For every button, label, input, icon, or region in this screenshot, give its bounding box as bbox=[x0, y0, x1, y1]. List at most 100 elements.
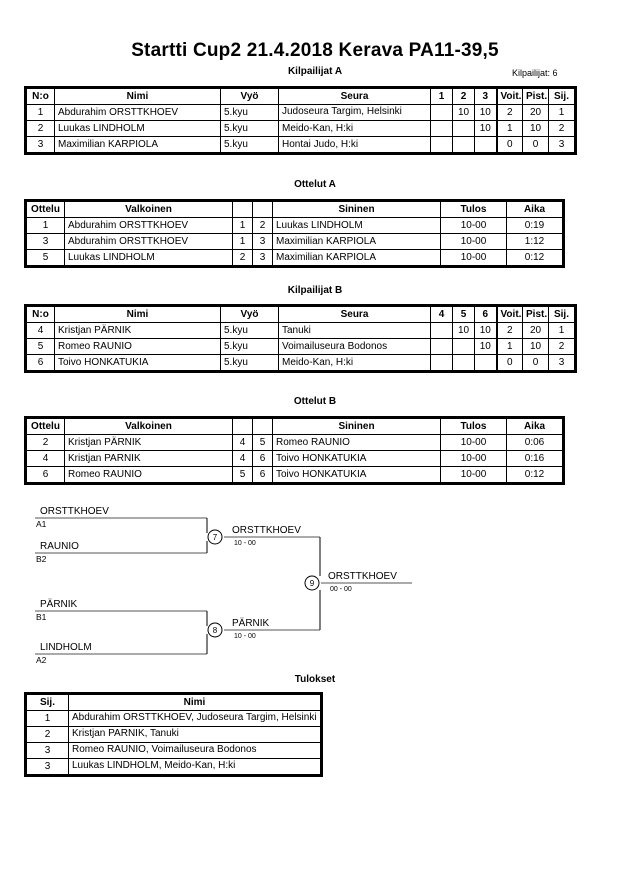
col-match-1: 1 bbox=[430, 88, 453, 105]
bracket-entrant-seed: A1 bbox=[36, 519, 47, 529]
cell-m4 bbox=[430, 322, 453, 339]
pool-a-table: N:o Nimi Vyö Seura 1 2 3 Voit. Pist. Sij… bbox=[24, 86, 577, 155]
cell-wins: 2 bbox=[495, 322, 523, 339]
bracket-champion-name: ORSTTKHOEV bbox=[328, 571, 397, 582]
cell-white-no: 4 bbox=[232, 434, 253, 451]
table-row: 6 Romeo RAUNIO 5 6 Toivo HONKATUKIA 10-0… bbox=[26, 466, 563, 483]
col-blue-no bbox=[252, 418, 273, 435]
bracket-match-score: 10 - 00 bbox=[234, 540, 256, 547]
cell-time: 0:12 bbox=[506, 466, 563, 483]
cell-result: 10-00 bbox=[440, 434, 507, 451]
pool-b-caption: Kilpailijat B bbox=[287, 285, 343, 296]
table-row: 4 Kristjan PÄRNIK 5.kyu Tanuki 10 10 2 2… bbox=[26, 322, 575, 339]
col-no: N:o bbox=[26, 88, 55, 105]
table-row: 3 Maximilian KARPIOLA 5.kyu Hontai Judo,… bbox=[26, 136, 575, 153]
cell-white: Abdurahim ORSTTKHOEV bbox=[64, 217, 233, 234]
cell-match-no: 6 bbox=[26, 466, 65, 483]
cell-name-text: Luukas LINDHOLM, Meido-Kan, H:ki bbox=[72, 760, 236, 771]
cell-time: 0:12 bbox=[506, 249, 563, 266]
col-grade: Vyö bbox=[220, 88, 279, 105]
cell-match-no: 5 bbox=[26, 249, 65, 266]
table-row: 2 Kristjan PÄRNIK 4 5 Romeo RAUNIO 10-00… bbox=[26, 434, 563, 451]
cell-white-no: 2 bbox=[232, 249, 253, 266]
col-points: Pist. bbox=[522, 306, 549, 323]
cell-club: Tanuki bbox=[278, 322, 431, 339]
cell-name: Abdurahim ORSTTKHOEV, Judoseura Targim, … bbox=[68, 710, 321, 727]
cell-m3 bbox=[474, 136, 497, 153]
bracket-final-score: 00 - 00 bbox=[330, 586, 352, 593]
cell-blue: Romeo RAUNIO bbox=[272, 434, 441, 451]
cell-name: Kristjan PARNIK, Tanuki bbox=[68, 726, 321, 743]
cell-name: Romeo RAUNIO, Voimailuseura Bodonos bbox=[68, 742, 321, 759]
col-blue: Sininen bbox=[272, 418, 441, 435]
col-wins: Voit. bbox=[495, 306, 523, 323]
elimination-bracket: ORSTTKHOEV A1 RAUNIO B2 PÄRNIK B1 LINDHO… bbox=[0, 496, 630, 671]
results-caption: Tulokset bbox=[294, 674, 336, 685]
cell-rank: 1 bbox=[548, 322, 575, 339]
pool-b-table: N:o Nimi Vyö Seura 4 5 6 Voit. Pist. Sij… bbox=[24, 304, 577, 373]
cell-wins: 0 bbox=[495, 136, 523, 153]
col-time: Aika bbox=[506, 418, 563, 435]
cell-result: 10-00 bbox=[440, 217, 507, 234]
table-row: 2 Luukas LINDHOLM 5.kyu Meido-Kan, H:ki … bbox=[26, 120, 575, 137]
cell-m5 bbox=[452, 338, 475, 355]
cell-club: Hontai Judo, H:ki bbox=[278, 136, 431, 153]
cell-rank: 2 bbox=[548, 120, 575, 137]
cell-m1 bbox=[430, 120, 453, 137]
col-wins: Voit. bbox=[495, 88, 523, 105]
cell-white: Romeo RAUNIO bbox=[64, 466, 233, 483]
cell-rank: 1 bbox=[26, 710, 69, 727]
pool-a-caption: Kilpailijat A bbox=[287, 66, 343, 77]
table-row: 1 Abdurahim ORSTTKHOEV 1 2 Luukas LINDHO… bbox=[26, 217, 563, 234]
cell-blue-no: 3 bbox=[252, 233, 273, 250]
cell-no: 3 bbox=[26, 136, 55, 153]
cell-m1 bbox=[430, 136, 453, 153]
cell-m2: 10 bbox=[452, 104, 475, 121]
bracket-winner-name: ORSTTKHOEV bbox=[232, 525, 301, 536]
cell-result: 10-00 bbox=[440, 466, 507, 483]
cell-white-no: 1 bbox=[232, 233, 253, 250]
cell-no: 6 bbox=[26, 354, 55, 371]
table-header-row: Ottelu Valkoinen Sininen Tulos Aika bbox=[26, 201, 563, 218]
col-match-no: Ottelu bbox=[26, 418, 65, 435]
cell-name: Abdurahim ORSTTKHOEV bbox=[54, 104, 221, 121]
cell-name-text: Abdurahim ORSTTKHOEV, Judoseura Targim, … bbox=[72, 712, 317, 723]
cell-rank: 1 bbox=[548, 104, 575, 121]
cell-points: 0 bbox=[522, 136, 549, 153]
cell-rank: 3 bbox=[548, 136, 575, 153]
cell-name-text: Romeo RAUNIO, Voimailuseura Bodonos bbox=[72, 744, 257, 755]
cell-white: Kristjan PÄRNIK bbox=[64, 434, 233, 451]
cell-time: 0:19 bbox=[506, 217, 563, 234]
bracket-entrant-name: LINDHOLM bbox=[40, 642, 92, 653]
bracket-entrant-name: RAUNIO bbox=[40, 541, 79, 552]
col-white-no bbox=[232, 418, 253, 435]
cell-white-no: 1 bbox=[232, 217, 253, 234]
matches-b-table: Ottelu Valkoinen Sininen Tulos Aika 2 Kr… bbox=[24, 416, 565, 485]
col-white-no bbox=[232, 201, 253, 218]
table-header-row: Ottelu Valkoinen Sininen Tulos Aika bbox=[26, 418, 563, 435]
cell-m2 bbox=[452, 136, 475, 153]
table-row: 1 Abdurahim ORSTTKHOEV 5.kyu Judoseura T… bbox=[26, 104, 575, 121]
cell-points: 0 bbox=[522, 354, 549, 371]
col-time: Aika bbox=[506, 201, 563, 218]
table-header-row: Sij. Nimi bbox=[26, 694, 321, 711]
table-row: 2 Kristjan PARNIK, Tanuki bbox=[26, 726, 321, 743]
cell-m4 bbox=[430, 338, 453, 355]
col-blue: Sininen bbox=[272, 201, 441, 218]
cell-blue: Toivo HONKATUKIA bbox=[272, 466, 441, 483]
cell-time: 0:16 bbox=[506, 450, 563, 467]
cell-no: 4 bbox=[26, 322, 55, 339]
cell-result: 10-00 bbox=[440, 233, 507, 250]
cell-name-text: Kristjan PARNIK, Tanuki bbox=[72, 728, 179, 739]
cell-m5 bbox=[452, 354, 475, 371]
cell-m4 bbox=[430, 354, 453, 371]
cell-result: 10-00 bbox=[440, 450, 507, 467]
cell-name: Romeo RAUNIO bbox=[54, 338, 221, 355]
col-club: Seura bbox=[278, 306, 431, 323]
col-match-no: Ottelu bbox=[26, 201, 65, 218]
cell-blue-no: 6 bbox=[252, 466, 273, 483]
col-club: Seura bbox=[278, 88, 431, 105]
cell-points: 10 bbox=[522, 338, 549, 355]
cell-club: Voimailuseura Bodonos bbox=[278, 338, 431, 355]
col-rank: Sij. bbox=[548, 306, 575, 323]
